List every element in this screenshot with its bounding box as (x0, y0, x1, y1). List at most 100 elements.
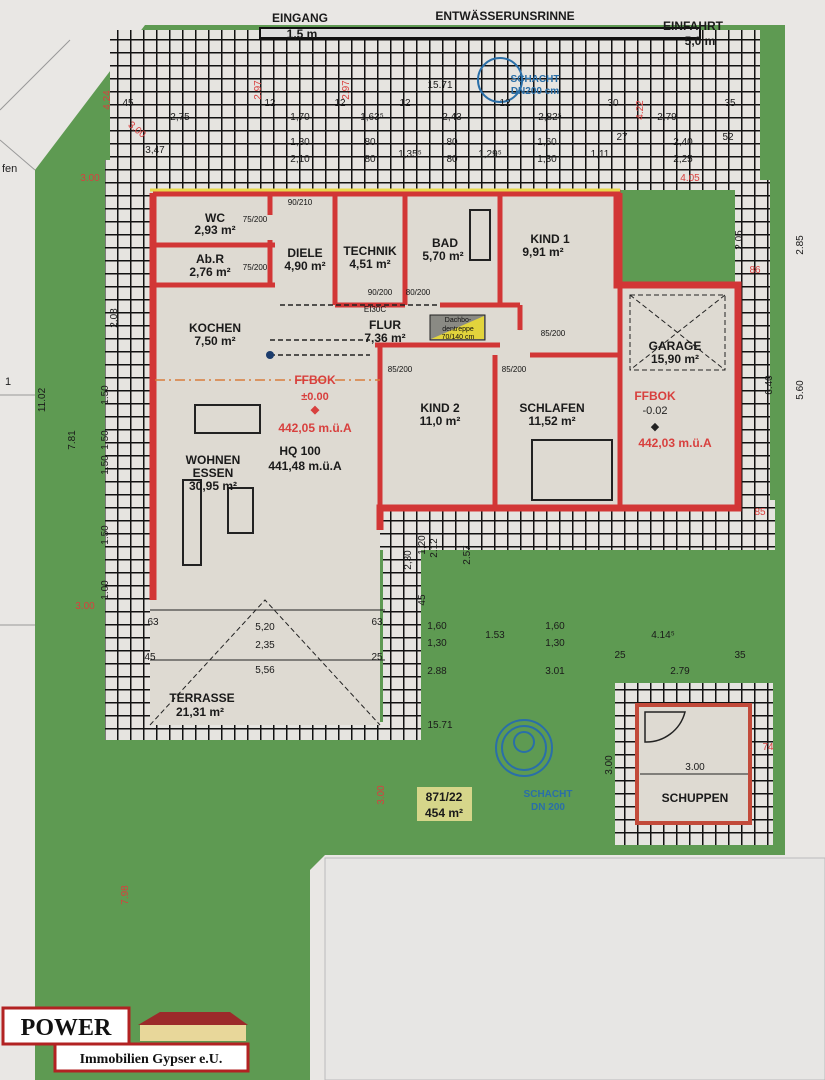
dimension-label: 63 (371, 617, 383, 628)
room-wohnen-name: WOHNEN (186, 453, 241, 467)
dimension-label: 1,30 (537, 154, 557, 165)
dimension-label: 15.71 (427, 80, 452, 91)
red-dimension-label: 3.00 (376, 785, 387, 805)
room-abr-name: Ab.R (196, 252, 224, 266)
dimension-label: 52 (722, 132, 734, 143)
room-diele-area: 4,90 m² (284, 259, 325, 273)
dimension-label: 2,35 (255, 640, 275, 651)
dimension-label: 15.71 (427, 720, 452, 731)
dimension-label: 3.00 (604, 755, 615, 775)
door-label: 90/200 (368, 288, 393, 297)
plot-number: 871/22 (426, 790, 463, 804)
room-kind1-area: 9,91 m² (522, 245, 563, 259)
dimension-label: 2,10 (290, 154, 310, 165)
dimension-label: 1,60 (427, 621, 447, 632)
room-wc-area: 2,93 m² (194, 223, 235, 237)
manhole-label: SCHACHT (524, 789, 573, 800)
red-dimension-label: 2.97 (253, 80, 264, 100)
room-wc-name: WC (205, 211, 225, 225)
attic-stair-line1: Dachbo- (445, 317, 472, 324)
dimension-label: 2,79 (657, 112, 677, 123)
red-dimension-label: 2.97 (341, 80, 352, 100)
dimension-label: 25 (614, 650, 626, 661)
red-dimension-label: 7.98 (120, 885, 131, 905)
entrance-label: EINGANG (272, 11, 328, 25)
red-dimension-label: 3.00 (80, 173, 100, 184)
room-kind2-area: 11,0 m² (420, 414, 461, 428)
drain-label: ENTWÄSSERUNSRINNE (435, 8, 574, 23)
door-label: 75/200 (243, 215, 268, 224)
room-essen-name: ESSEN (193, 466, 234, 480)
dimension-label: 5,20 (255, 622, 275, 633)
dimension-label: 2.85 (795, 235, 806, 255)
house-level-absolute: 442,05 m.ü.A (278, 421, 352, 435)
dimension-label: 80 (364, 154, 376, 165)
room-garage-area: 15,90 m² (651, 352, 699, 366)
dimension-label: 2.57 (462, 545, 473, 565)
room-garage-name: GARAGE (649, 339, 702, 353)
room-kochen-area: 7,50 m² (194, 334, 235, 348)
room-technik-area: 4,51 m² (349, 257, 390, 271)
dimension-label: 1,11 (591, 149, 610, 160)
red-dimension-label: 4.24 (102, 90, 113, 110)
dimension-label: 1,29⁵ (478, 149, 502, 160)
room-flur-area: 7,36 m² (364, 331, 405, 345)
red-dimension-label: 85 (754, 507, 766, 518)
room-kochen-name: KOCHEN (189, 321, 241, 335)
room-kind1-name: KIND 1 (530, 232, 570, 246)
dimension-label: 45 (144, 652, 156, 663)
house-level-marker-icon: ◆ (310, 404, 320, 416)
dimension-label: 1,60 (545, 621, 565, 632)
attic-stair-line2: dentreppe (442, 326, 474, 333)
dimension-label: 1.50 (100, 455, 111, 475)
dimension-label: 5.60 (795, 380, 806, 400)
room-bad-area: 5,70 m² (422, 249, 463, 263)
dimension-label: 2,75 (170, 112, 190, 123)
dimension-label: 1,30 (427, 638, 447, 649)
red-dimension-label: 3.00 (75, 601, 95, 612)
room-abr-area: 2,76 m² (189, 265, 230, 279)
garage-level-marker-icon: ◆ (651, 421, 660, 433)
plot-tag (417, 787, 472, 821)
dimension-label: 2,82⁵ (538, 112, 562, 123)
garage-level-absolute: 442,03 m.ü.A (638, 436, 712, 450)
house (149, 188, 742, 726)
flood-level-label: HQ 100 (279, 444, 321, 458)
driveway-label: EINFAHRT (663, 19, 724, 33)
dimension-label: 30 (607, 98, 619, 109)
company-logo: POWER Immobilien Gypser e.U. (1, 1006, 250, 1073)
house-level-label: FFBOK (294, 373, 336, 387)
room-terrasse-area: 21,31 m² (176, 705, 224, 719)
door-label: 85/200 (502, 365, 527, 374)
logo-brand: POWER (21, 1015, 112, 1041)
door-label: 80/200 (406, 288, 431, 297)
dimension-label: 80 (364, 137, 376, 148)
top-manhole-size: DN200 cm (511, 86, 559, 97)
dimension-label: 80 (446, 154, 458, 165)
dimension-label: 2,30 (403, 550, 414, 570)
shed (635, 703, 752, 825)
dimension-label: 12 (334, 98, 346, 109)
dimension-label: 1,60 (537, 137, 557, 148)
dimension-label: 45 (122, 98, 134, 109)
dimension-label: 4.14⁵ (651, 630, 675, 641)
dimension-label: 1.00 (100, 580, 111, 600)
dimension-label: 2,40 (673, 137, 693, 148)
room-schuppen-width: 3.00 (685, 762, 705, 773)
entrance-width: 1,5 m (287, 27, 318, 41)
red-dimension-label: 4.22 (635, 100, 646, 120)
neighbour-plot (324, 857, 825, 1080)
dimension-label: 1.50 (100, 385, 111, 405)
dimension-label: 35 (734, 650, 746, 661)
dimension-label: 1.50 (100, 430, 111, 450)
dimension-label: 35 (724, 98, 736, 109)
dimension-label: 2,43 (442, 112, 462, 123)
room-terrasse-name: TERRASSE (169, 691, 234, 705)
room-kind2-name: KIND 2 (420, 401, 460, 415)
dimension-label: 1.50 (100, 525, 111, 545)
room-diele-name: DIELE (287, 246, 322, 260)
dimension-label: 1,35⁵ (398, 149, 422, 160)
door-label: 75/200 (243, 263, 268, 272)
dimension-label: 5,56 (255, 665, 275, 676)
